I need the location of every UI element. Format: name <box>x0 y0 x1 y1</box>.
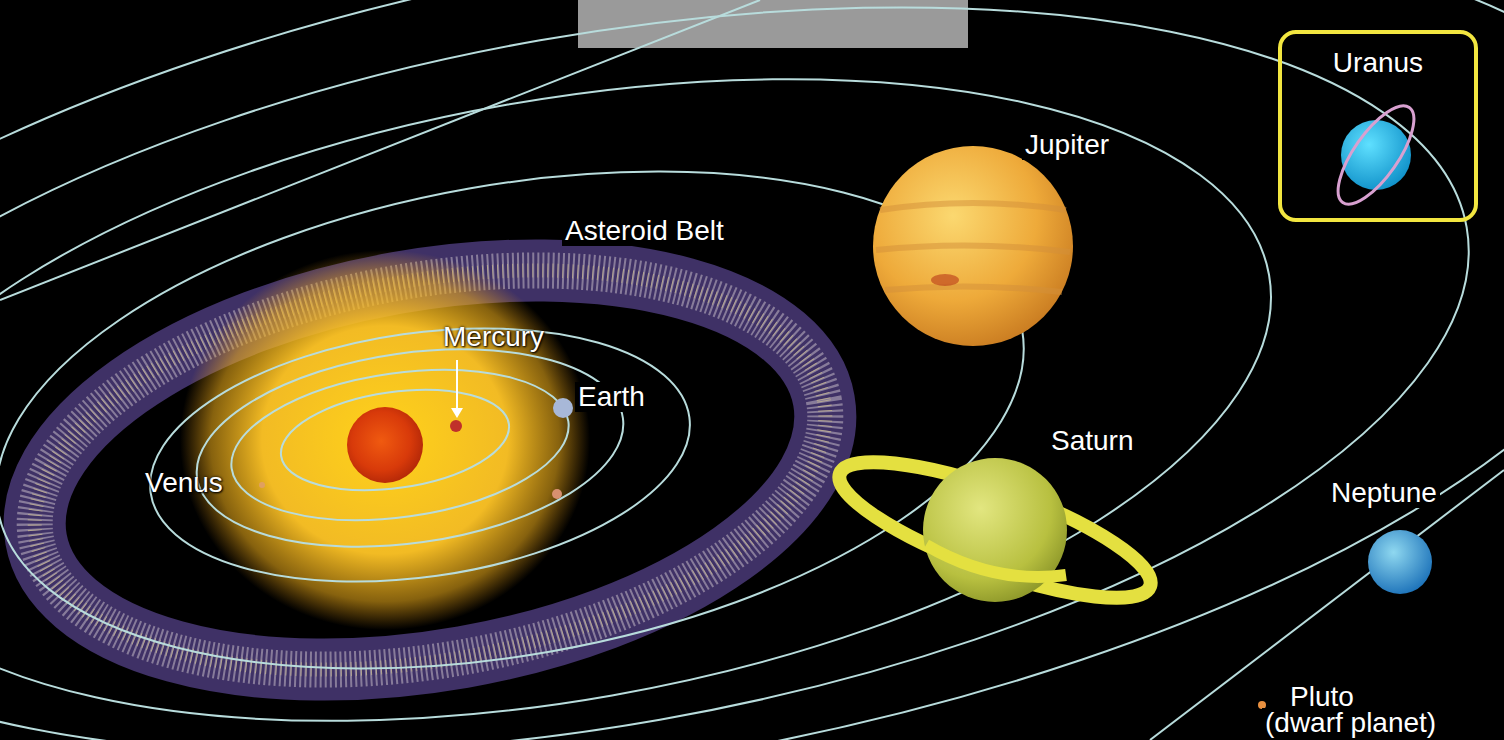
planet-label: Earth <box>575 382 648 412</box>
planet-label: Jupiter <box>1022 130 1112 160</box>
planet-label: Uranus <box>1282 48 1474 78</box>
planet-label: Saturn <box>1048 426 1137 456</box>
planet-label: Venus <box>145 468 223 498</box>
planet-label: Asteroid Belt <box>562 216 727 246</box>
planet-label: (dwarf planet) <box>1262 708 1439 738</box>
planet-label: Mercury <box>443 322 544 352</box>
planet-label: Neptune <box>1328 478 1440 508</box>
highlight-box: Uranus <box>1278 30 1478 222</box>
